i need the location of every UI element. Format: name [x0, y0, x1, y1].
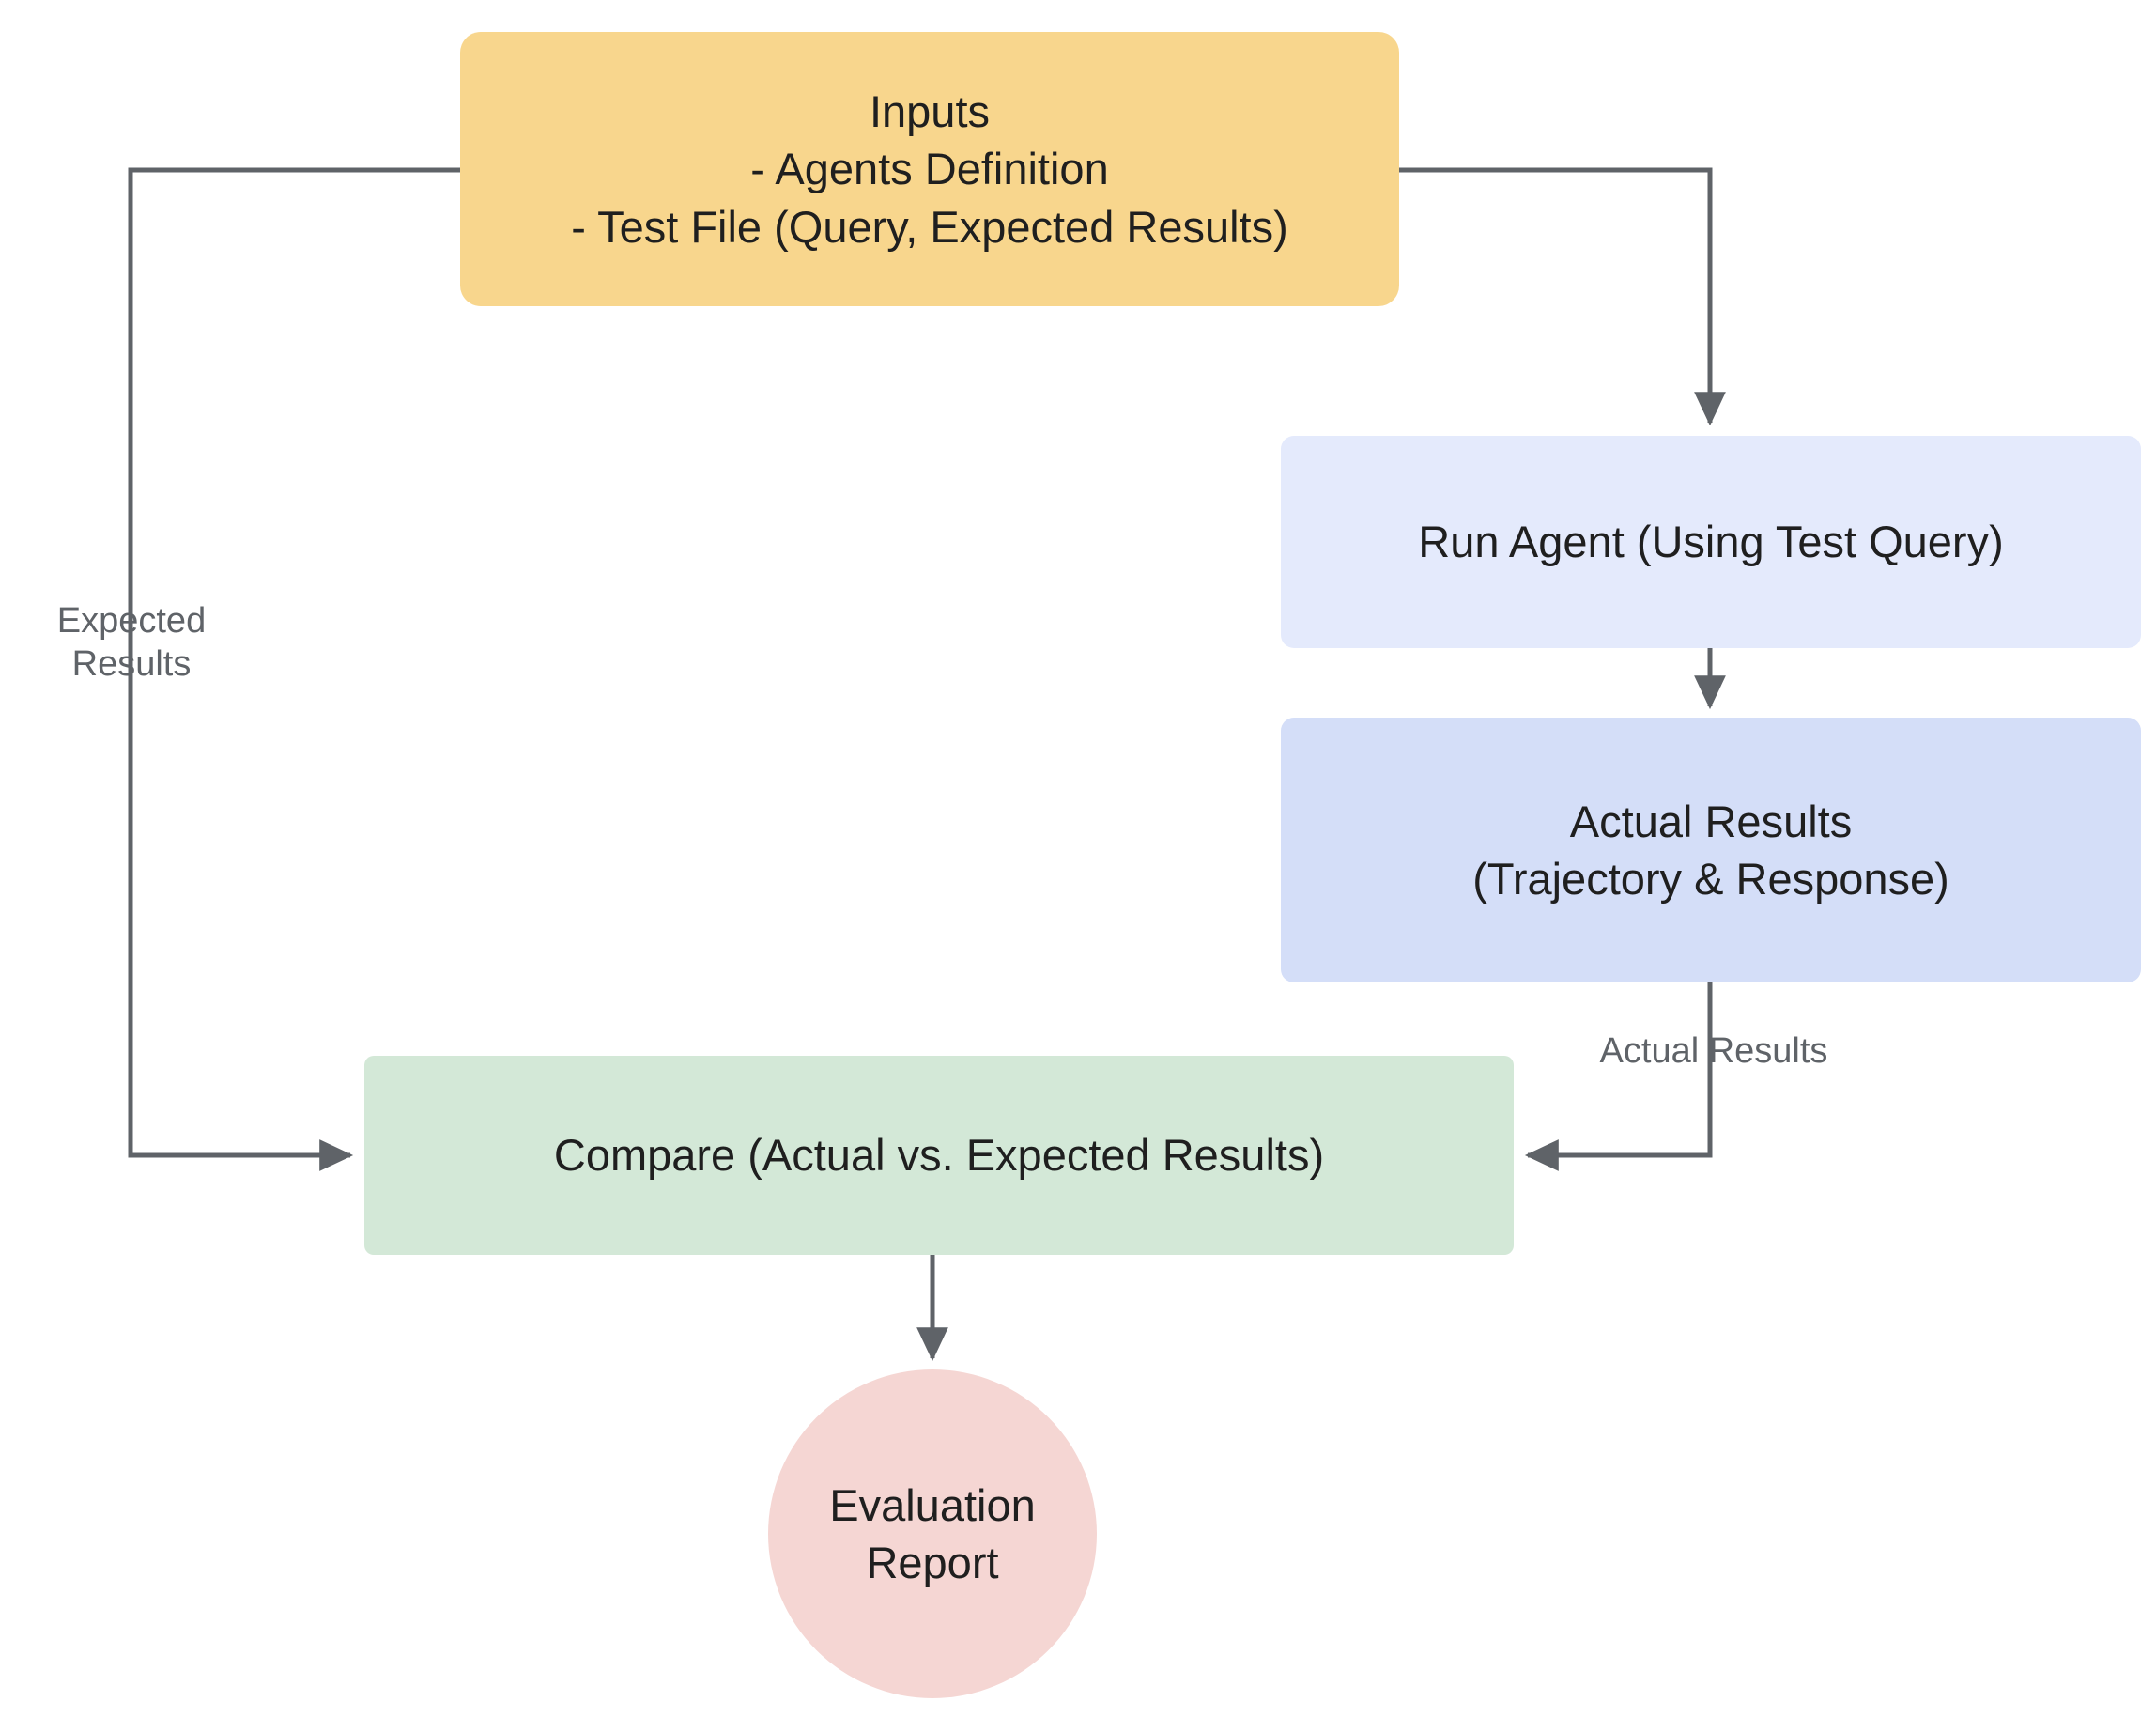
node-evaluation-report-label: Evaluation Report: [829, 1479, 1036, 1587]
node-evaluation-report[interactable]: Evaluation Report: [768, 1369, 1097, 1698]
node-actual-results[interactable]: Actual Results (Trajectory & Response): [1281, 718, 2141, 982]
node-compare[interactable]: Compare (Actual vs. Expected Results): [364, 1056, 1514, 1255]
node-actual-results-label: Actual Results (Trajectory & Response): [1472, 796, 1949, 904]
edge-inputs-to-run-agent: [1399, 167, 1726, 426]
edge-label-expected-results: Expected Results: [56, 601, 207, 685]
node-compare-label: Compare (Actual vs. Expected Results): [553, 1130, 1325, 1181]
node-inputs[interactable]: Inputs - Agents Definition - Test File (…: [460, 32, 1399, 306]
node-run-agent[interactable]: Run Agent (Using Test Query): [1281, 436, 2141, 648]
node-inputs-label: Inputs - Agents Definition - Test File (…: [571, 86, 1288, 252]
node-run-agent-label: Run Agent (Using Test Query): [1418, 517, 2004, 567]
edge-label-actual-results: Actual Results: [1599, 1031, 1828, 1071]
